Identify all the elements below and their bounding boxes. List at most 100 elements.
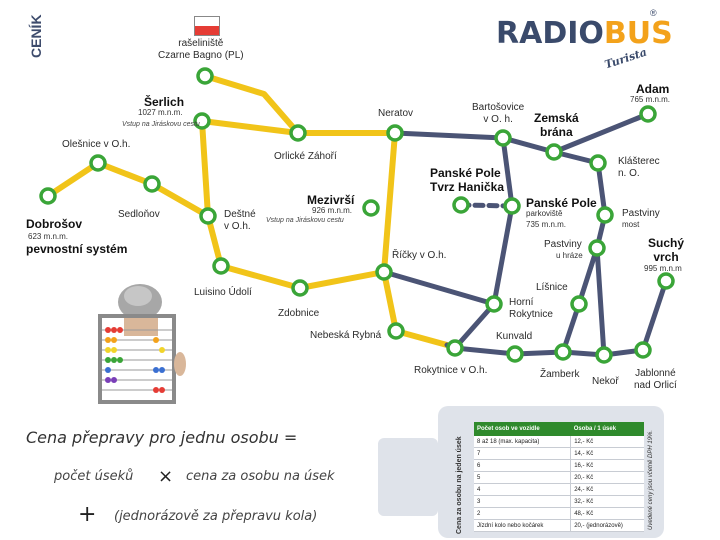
stop-marker-rokytnice-ch <box>448 341 462 355</box>
label-nebeska: Nebeská Rybná <box>310 330 381 342</box>
stop-marker-mezivrsi <box>364 201 378 215</box>
label-pastviny-most: Pastviny <box>622 208 660 220</box>
formula-right: cena za osobu na úsek <box>186 469 335 484</box>
label-suchy: Suchývrch <box>648 236 684 264</box>
stop-marker-jablonne <box>636 343 650 357</box>
label-panske-tvrz: Panské PoleTvrz Hanička <box>430 166 504 194</box>
blue-line-pastviny-nekor <box>597 248 604 355</box>
stop-marker-dobrosov <box>41 189 55 203</box>
persons-cell: 3 <box>474 496 571 508</box>
stop-marker-orlicke-zahori <box>291 126 305 140</box>
persons-cell: 2 <box>474 508 571 520</box>
blue-line-ricky-horni <box>384 272 494 304</box>
formula-times: × <box>158 466 173 487</box>
label-serlich-note: Vstup na Jiráskovu cestu <box>122 120 200 129</box>
stop-marker-suchy <box>659 274 673 288</box>
label-panske-park: Panské Pole <box>526 196 597 210</box>
label-pastviny-most-info: most <box>622 220 639 230</box>
logo-registered: ® <box>650 8 657 18</box>
label-kunvald: Kunvald <box>496 331 532 343</box>
table-row: 520,- Kč <box>474 472 644 484</box>
stop-marker-pastviny-most <box>598 208 612 222</box>
stop-marker-adam <box>641 107 655 121</box>
cenik-tab <box>378 438 438 516</box>
label-dobrosov-alt: 623 m.n.m. <box>28 232 68 242</box>
persons-cell: 7 <box>474 448 571 460</box>
label-serlich: Šerlich <box>144 95 184 109</box>
persons-cell: 8 až 18 (max. kapacita) <box>474 436 571 448</box>
formula-title: Cena přepravy pro jednu osobu = <box>26 428 297 447</box>
yellow-line-destne <box>202 121 208 216</box>
label-adam: Adam <box>636 82 669 96</box>
stop-marker-ricky <box>377 265 391 279</box>
label-rokytnice-ch: Rokytnice v O.h. <box>414 365 487 377</box>
label-zdobnice: Zdobnice <box>278 308 319 320</box>
stop-marker-horni <box>487 297 501 311</box>
label-mezivrsi-note: Vstup na Jiráskovu cestu <box>266 216 344 225</box>
price-cell: 12,- Kč <box>571 436 644 448</box>
persons-cell: 6 <box>474 460 571 472</box>
formula-plus: + <box>78 502 96 527</box>
logo-word-bus: BUS <box>604 16 673 51</box>
stop-marker-neratov <box>388 126 402 140</box>
header-persons: Počet osob ve vozidle <box>474 422 571 436</box>
stop-marker-pastviny-hraz <box>590 241 604 255</box>
label-neratov: Neratov <box>378 108 413 120</box>
stop-marker-nekor <box>597 348 611 362</box>
stop-marker-lisnice <box>572 297 586 311</box>
blue-line-bartosovice-horni <box>494 138 512 304</box>
stop-marker-panske-park <box>505 199 519 213</box>
price-cell: 16,- Kč <box>571 460 644 472</box>
label-destne: Deštnév O.h. <box>224 209 256 233</box>
stop-marker-sedlonov <box>145 177 159 191</box>
header-price: Osoba / 1 úsek <box>571 422 644 436</box>
cenik-side-right: Uvedené ceny jsou včetně DPH 19%. <box>648 430 654 530</box>
price-cell: 20,- Kč <box>571 472 644 484</box>
radiobus-logo: RADIOBUS Turista ® <box>494 8 664 68</box>
label-orlicke-zahori: Orlické Záhoří <box>274 151 337 163</box>
stop-marker-destne <box>201 209 215 223</box>
label-bartosovice: Bartošovicev O. h. <box>472 102 524 126</box>
label-dobrosov-extra: pevnostní systém <box>26 242 127 256</box>
stop-marker-kunvald <box>508 347 522 361</box>
stop-marker-raseliniste <box>198 69 212 83</box>
abacus-illustration <box>94 276 186 406</box>
label-serlich-alt: 1027 m.n.m. <box>138 108 182 118</box>
label-dobrosov: Dobrošov <box>26 217 82 231</box>
label-panske-park-info: parkoviště <box>526 209 562 219</box>
label-panske-park-alt: 735 m.n.m. <box>526 220 566 230</box>
price-cell: 48,- Kč <box>571 508 644 520</box>
cenik-side-left: Cena za osobu na jeden úsek <box>456 436 463 534</box>
stop-marker-nebeska <box>389 324 403 338</box>
label-mezivrsi: Mezivrší <box>307 193 354 207</box>
label-pastviny-hraz-info: u hráze <box>556 251 583 261</box>
formula-left: počet úseků <box>54 469 133 484</box>
table-row: 8 až 18 (max. kapacita)12,- Kč <box>474 436 644 448</box>
price-cell: 20,- (jednorázově) <box>571 520 644 532</box>
persons-cell: 4 <box>474 484 571 496</box>
stop-marker-olesnice <box>91 156 105 170</box>
label-ricky: Říčky v O.h. <box>392 250 446 262</box>
price-cell: 32,- Kč <box>571 496 644 508</box>
price-table: Počet osob ve vozidle Osoba / 1 úsek 8 a… <box>474 422 644 532</box>
price-cell: 14,- Kč <box>571 448 644 460</box>
persons-cell: 5 <box>474 472 571 484</box>
stop-marker-luisino <box>214 259 228 273</box>
cenik-title: CENÍK <box>28 14 44 58</box>
stop-marker-zemska <box>547 145 561 159</box>
label-lisnice: Líšnice <box>536 282 568 294</box>
label-sedlonov: Sedloňov <box>118 209 160 221</box>
label-mezivrsi-alt: 926 m.n.m. <box>312 206 352 216</box>
